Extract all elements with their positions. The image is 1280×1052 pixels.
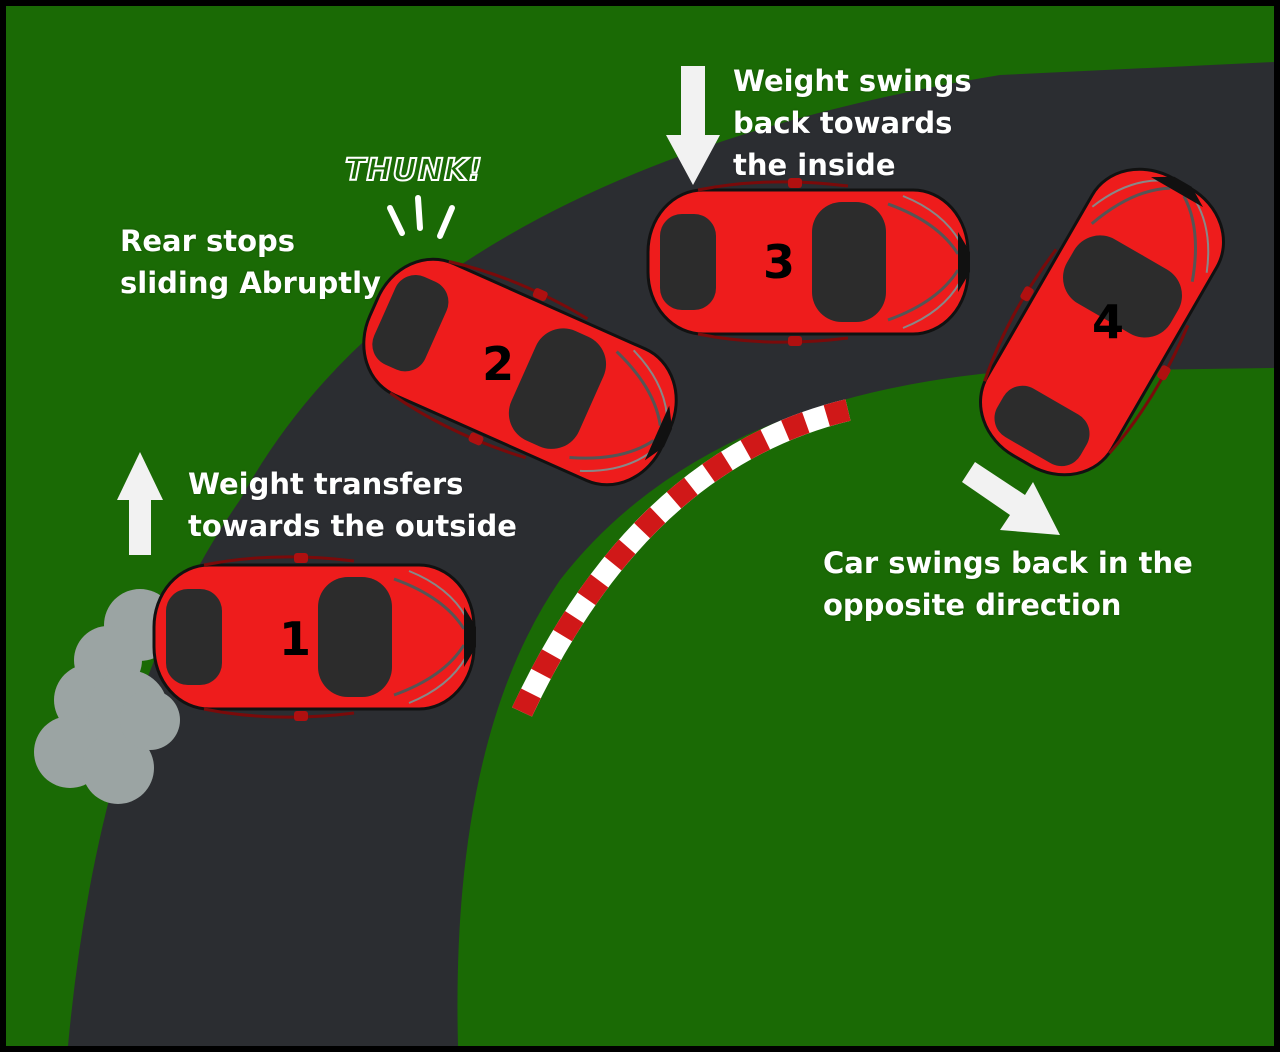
- thunk-text: THUNK!: [345, 153, 483, 188]
- up-arrow-icon: [117, 452, 163, 555]
- car-1: 1: [152, 551, 478, 723]
- rear-stops-label: Rear stops sliding Abruptly: [120, 224, 381, 300]
- car-1-number: 1: [279, 612, 311, 666]
- car-swings-label: Car swings back in the opposite directio…: [823, 546, 1193, 622]
- car-2-number: 2: [482, 337, 514, 391]
- car-3: 3: [646, 176, 972, 348]
- car-3-number: 3: [763, 235, 795, 289]
- diagonal-arrow-icon: [962, 462, 1060, 535]
- curved-road: [68, 62, 1274, 1046]
- down-arrow-icon: [666, 66, 720, 185]
- car-4-number: 4: [1092, 295, 1124, 349]
- weight-inside-label: Weight swings back towards the inside: [733, 64, 972, 182]
- weight-outside-label: Weight transfers towards the outside: [188, 467, 517, 543]
- car-4: 4: [947, 138, 1258, 505]
- car-2: 2: [338, 228, 704, 517]
- smoke-cloud-icon: [34, 589, 180, 804]
- impact-lines-icon: [387, 195, 455, 239]
- kerb-red-stripes: [512, 399, 851, 717]
